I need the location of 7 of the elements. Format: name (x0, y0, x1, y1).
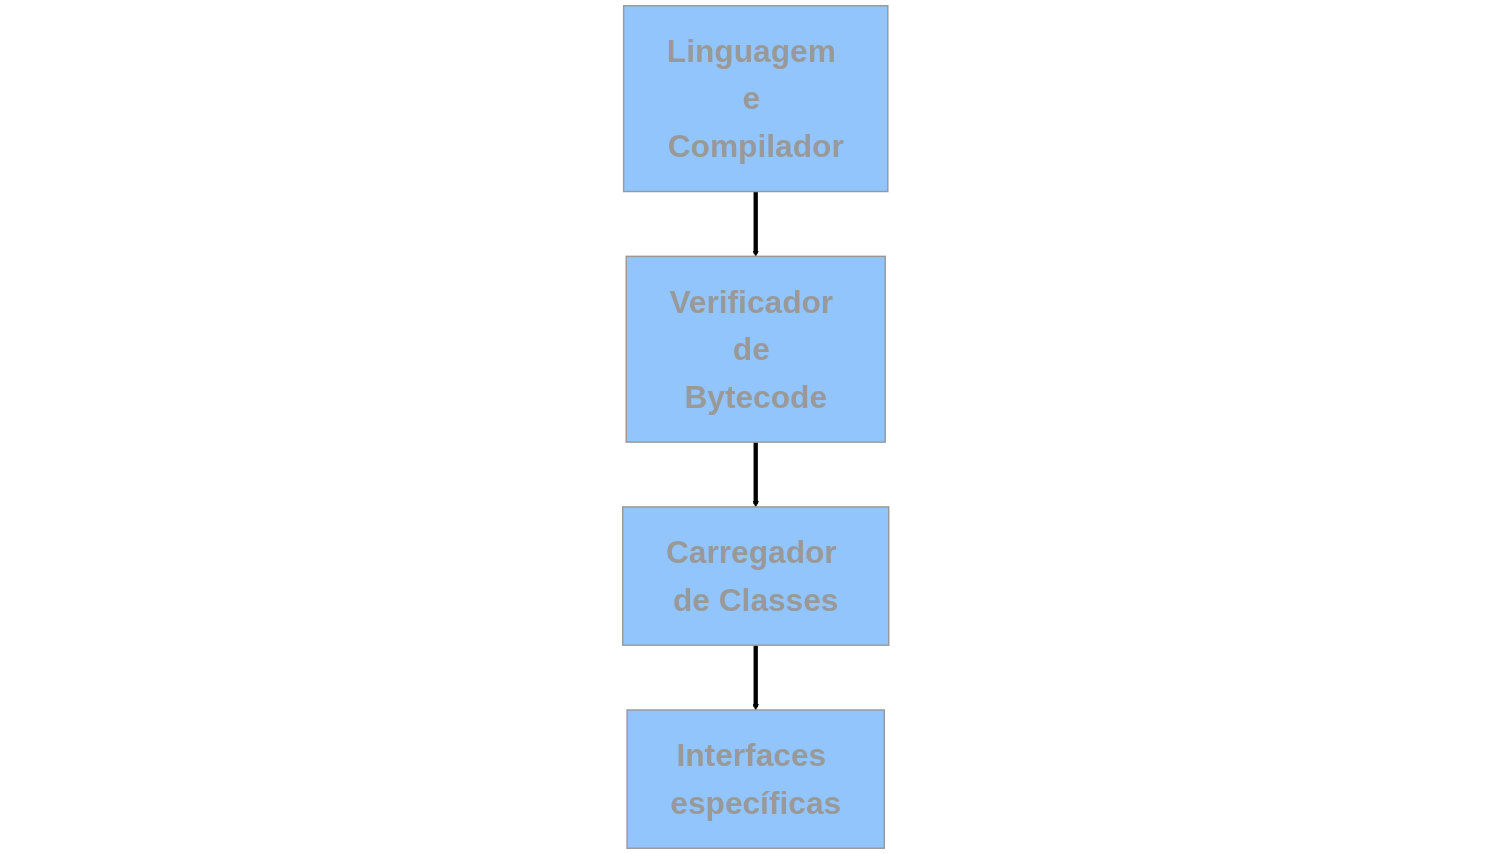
arrow (752, 645, 759, 711)
arrow (752, 442, 759, 508)
node-box: Verificador de Bytecode (625, 255, 886, 443)
node-box: Linguagem e Compilador (622, 5, 889, 193)
node-box: Interfaces específicas (626, 709, 885, 849)
arrow (752, 191, 759, 257)
node-box: Carregador de Classes (621, 506, 890, 646)
